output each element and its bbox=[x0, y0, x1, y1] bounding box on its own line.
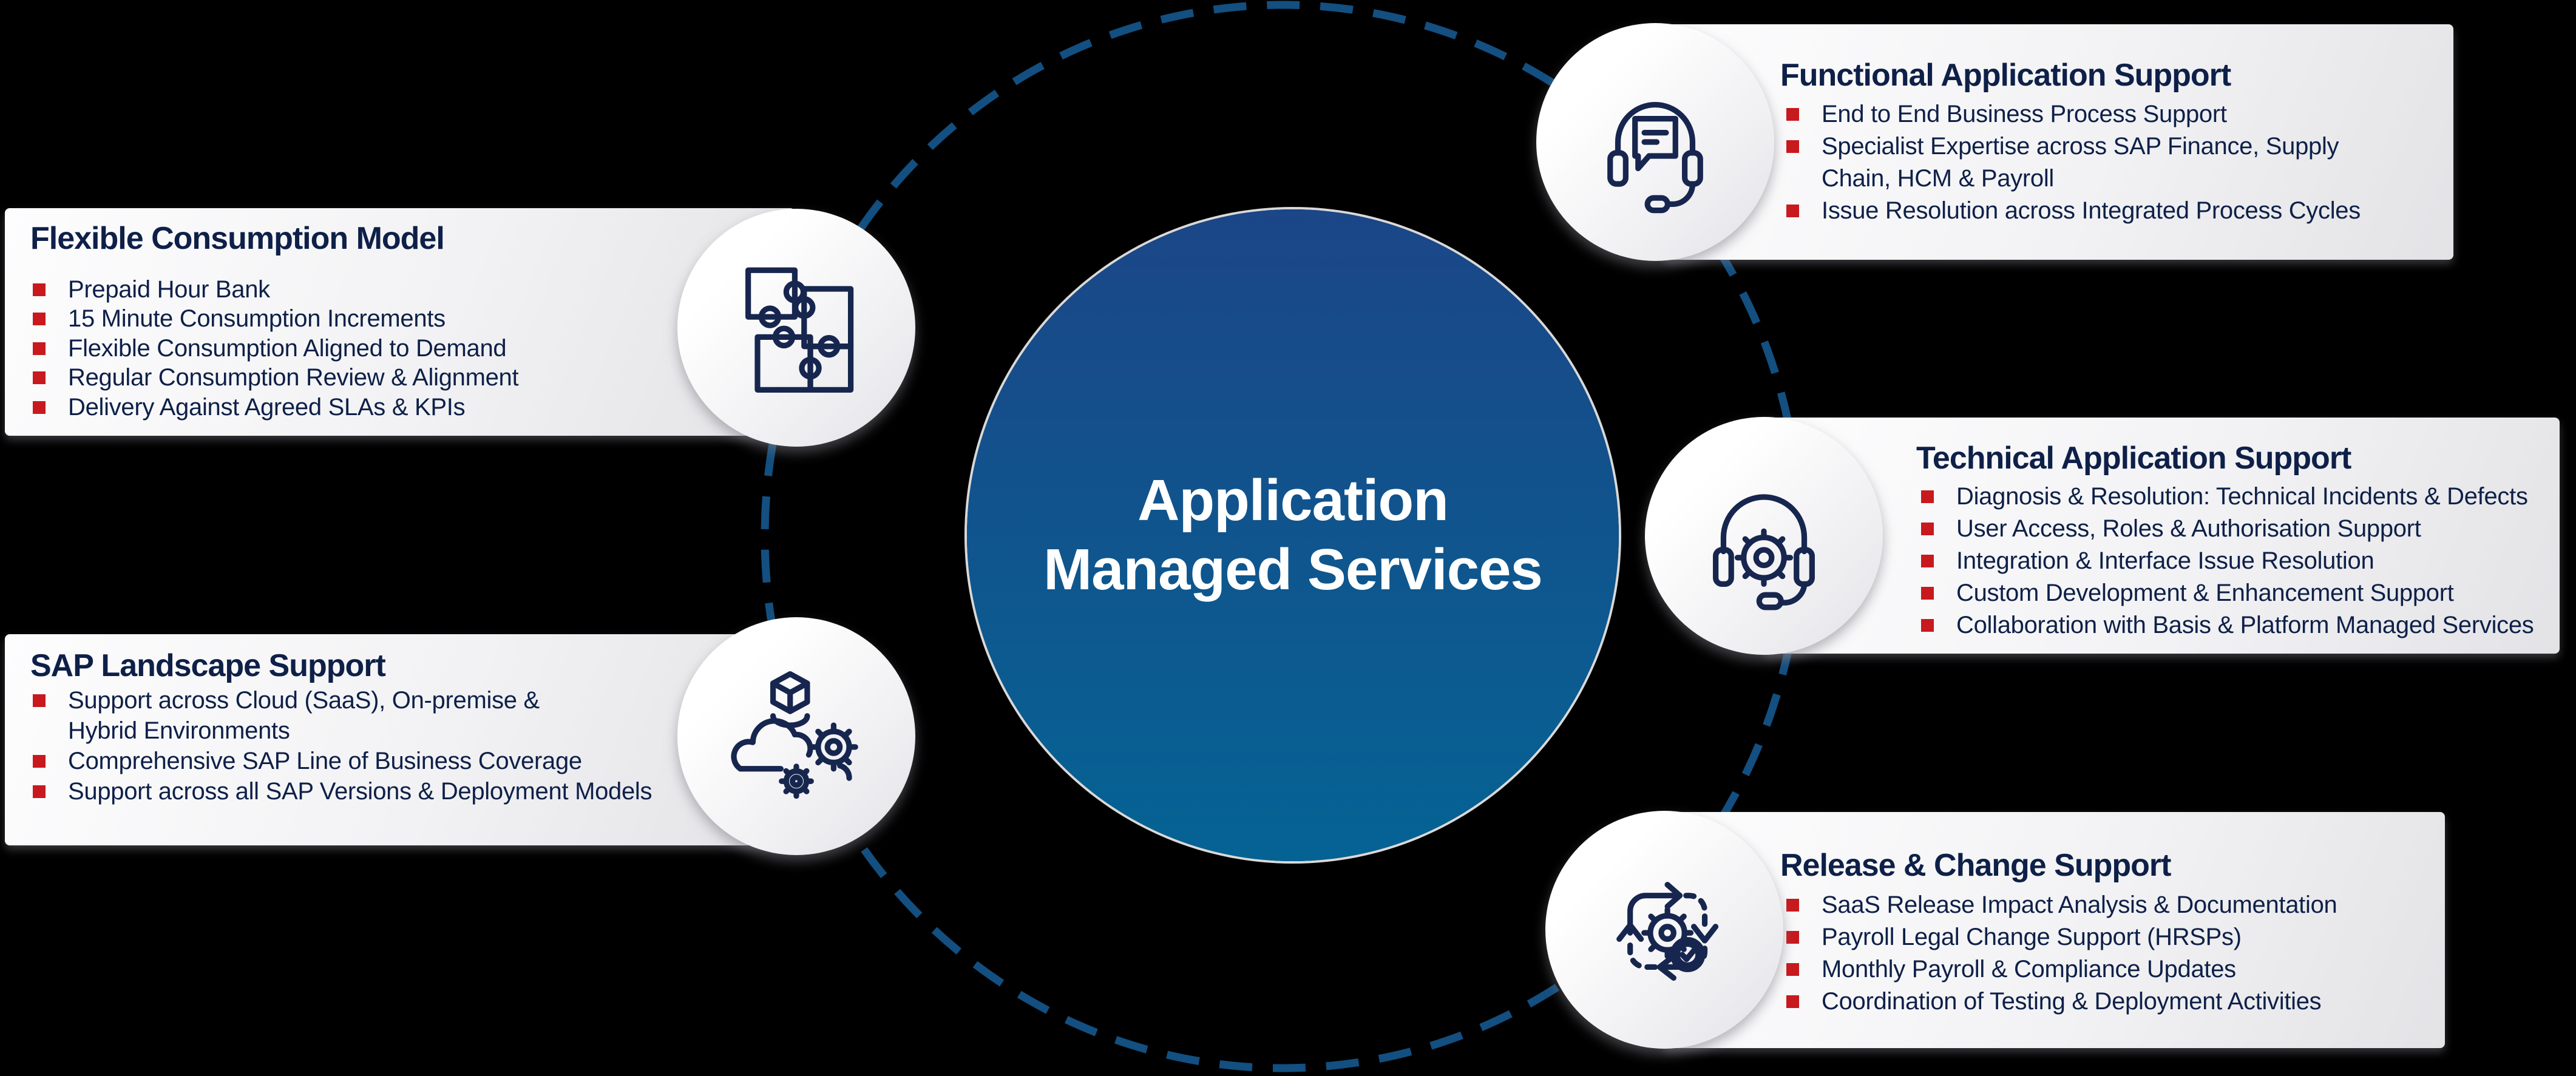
center-title-line1: Application bbox=[1137, 468, 1449, 533]
bullet-text: SaaS Release Impact Analysis & Documenta… bbox=[1822, 892, 2337, 918]
bullet-marker bbox=[33, 754, 46, 768]
bullet-marker bbox=[1786, 205, 1799, 217]
bullet-item: Monthly Payroll & Compliance Updates bbox=[1786, 953, 2337, 986]
bullet-text: Comprehensive SAP Line of Business Cover… bbox=[68, 747, 582, 774]
center-title-line2: Managed Services bbox=[1043, 537, 1543, 602]
card-title: Flexible Consumption Model bbox=[30, 221, 445, 256]
bullet-marker bbox=[33, 342, 46, 355]
card-sap-landscape-support: SAP Landscape Support Support across Clo… bbox=[5, 634, 795, 845]
bullet-item: Integration & Interface Issue Resolution bbox=[1921, 545, 2534, 577]
icon-circle-flexible-consumption bbox=[677, 209, 915, 447]
bullet-text: Flexible Consumption Aligned to Demand bbox=[68, 334, 507, 362]
bullet-marker bbox=[33, 283, 46, 296]
bullet-text: Diagnosis & Resolution: Technical Incide… bbox=[1956, 483, 2528, 510]
bullet-marker bbox=[33, 401, 46, 414]
icon-circle-technical-support bbox=[1645, 417, 1883, 655]
bullet-text: Specialist Expertise across SAP Finance,… bbox=[1822, 133, 2339, 160]
card-release-change-support: Release & Change Support SaaS Release Im… bbox=[1663, 812, 2445, 1048]
puzzle-icon bbox=[745, 267, 854, 393]
center-circle: Application Managed Services bbox=[967, 209, 1619, 861]
bullet-text: Issue Resolution across Integrated Proce… bbox=[1822, 197, 2361, 224]
bullet-text: Delivery Against Agreed SLAs & KPIs bbox=[68, 393, 466, 421]
bullet-item: Issue Resolution across Integrated Proce… bbox=[1786, 195, 2361, 227]
bullet-marker bbox=[33, 785, 46, 798]
bullet-text: Monthly Payroll & Compliance Updates bbox=[1822, 956, 2236, 983]
bullet-text: Coordination of Testing & Deployment Act… bbox=[1822, 988, 2322, 1015]
release-cycle-icon bbox=[1616, 882, 1719, 981]
bullet-marker bbox=[1921, 587, 1934, 600]
bullet-marker bbox=[33, 313, 46, 326]
bullet-item: Flexible Consumption Aligned to Demand bbox=[33, 334, 518, 364]
bullet-text: Collaboration with Basis & Platform Mana… bbox=[1956, 612, 2534, 638]
bullet-text: End to End Business Process Support bbox=[1822, 101, 2227, 127]
bullet-item: Comprehensive SAP Line of Business Cover… bbox=[33, 746, 652, 776]
bullet-text: Hybrid Environments bbox=[68, 717, 290, 744]
bullet-item: Collaboration with Basis & Platform Mana… bbox=[1921, 609, 2534, 641]
bullet-item: Prepaid Hour Bank bbox=[33, 275, 518, 305]
bullet-item: Delivery Against Agreed SLAs & KPIs bbox=[33, 393, 518, 422]
bullet-list: Prepaid Hour Bank 15 Minute Consumption … bbox=[33, 275, 519, 422]
bullet-marker bbox=[1786, 995, 1799, 1008]
bullet-list: End to End Business Process Support Spec… bbox=[1786, 98, 2361, 227]
bullet-item: Diagnosis & Resolution: Technical Incide… bbox=[1921, 481, 2534, 513]
bullet-text: Integration & Interface Issue Resolution bbox=[1956, 547, 2374, 574]
card-technical-application-support: Technical Application Support Diagnosis … bbox=[1763, 418, 2560, 654]
bullet-item: Coordination of Testing & Deployment Act… bbox=[1786, 986, 2337, 1018]
bullet-text: Regular Consumption Review & Alignment bbox=[68, 364, 519, 391]
bullet-list: Diagnosis & Resolution: Technical Incide… bbox=[1921, 481, 2534, 641]
bullet-text: User Access, Roles & Authorisation Suppo… bbox=[1956, 515, 2421, 542]
bullet-item: Support across Cloud (SaaS), On-premise … bbox=[33, 685, 652, 716]
bullet-text: Chain, HCM & Payroll bbox=[1822, 165, 2055, 192]
card-functional-application-support: Functional Application Support End to En… bbox=[1663, 24, 2453, 260]
bullet-item: User Access, Roles & Authorisation Suppo… bbox=[1921, 513, 2534, 545]
bullet-item: Regular Consumption Review & Alignment bbox=[33, 364, 519, 393]
bullet-list: Support across Cloud (SaaS), On-premise … bbox=[33, 685, 652, 807]
bullet-marker bbox=[1921, 619, 1934, 632]
card-flexible-consumption-model: Flexible Consumption Model Prepaid Hour … bbox=[5, 208, 795, 436]
bullet-marker bbox=[1921, 555, 1934, 567]
bullet-text: Custom Development & Enhancement Support bbox=[1956, 580, 2454, 606]
center-title: Application Managed Services bbox=[1043, 466, 1543, 604]
bullet-text: 15 Minute Consumption Increments bbox=[68, 305, 446, 333]
icon-circle-release-change bbox=[1545, 811, 1783, 1049]
bullet-marker bbox=[1786, 108, 1799, 121]
card-title: Technical Application Support bbox=[1916, 441, 2351, 476]
icon-circle-functional-support bbox=[1536, 23, 1774, 261]
bullet-text: Support across all SAP Versions & Deploy… bbox=[68, 777, 652, 805]
bullet-marker bbox=[1786, 140, 1799, 153]
bullet-item: Custom Development & Enhancement Support bbox=[1921, 577, 2534, 609]
card-title: SAP Landscape Support bbox=[30, 648, 386, 683]
cloud-gears-icon bbox=[731, 671, 858, 799]
bullet-item: 15 Minute Consumption Increments bbox=[33, 305, 518, 334]
bullet-item: Specialist Expertise across SAP Finance,… bbox=[1786, 130, 2361, 163]
bullet-item: Payroll Legal Change Support (HRSPs) bbox=[1786, 921, 2337, 953]
bullet-text: Payroll Legal Change Support (HRSPs) bbox=[1822, 924, 2242, 950]
bullet-text: Prepaid Hour Bank bbox=[68, 276, 270, 303]
bullet-marker bbox=[33, 694, 46, 707]
bullet-list: SaaS Release Impact Analysis & Documenta… bbox=[1786, 889, 2337, 1018]
bullet-item-continuation: Chain, HCM & Payroll bbox=[1786, 163, 2361, 195]
bullet-item: Support across all SAP Versions & Deploy… bbox=[33, 776, 652, 807]
card-title: Functional Application Support bbox=[1780, 58, 2231, 93]
bullet-item: End to End Business Process Support bbox=[1786, 98, 2361, 130]
headset-gear-icon bbox=[1713, 494, 1815, 611]
bullet-marker bbox=[1921, 523, 1934, 535]
bullet-marker bbox=[1786, 931, 1799, 944]
bullet-marker bbox=[1921, 490, 1934, 503]
card-title: Release & Change Support bbox=[1780, 848, 2171, 883]
bullet-text: Support across Cloud (SaaS), On-premise … bbox=[68, 686, 540, 714]
bullet-item: SaaS Release Impact Analysis & Documenta… bbox=[1786, 889, 2337, 921]
icon-circle-sap-landscape bbox=[677, 617, 915, 855]
bullet-marker bbox=[1786, 963, 1799, 976]
headset-chat-icon bbox=[1607, 101, 1703, 214]
bullet-marker bbox=[33, 371, 46, 385]
bullet-marker bbox=[1786, 899, 1799, 912]
bullet-item-continuation: Hybrid Environments bbox=[33, 716, 652, 746]
